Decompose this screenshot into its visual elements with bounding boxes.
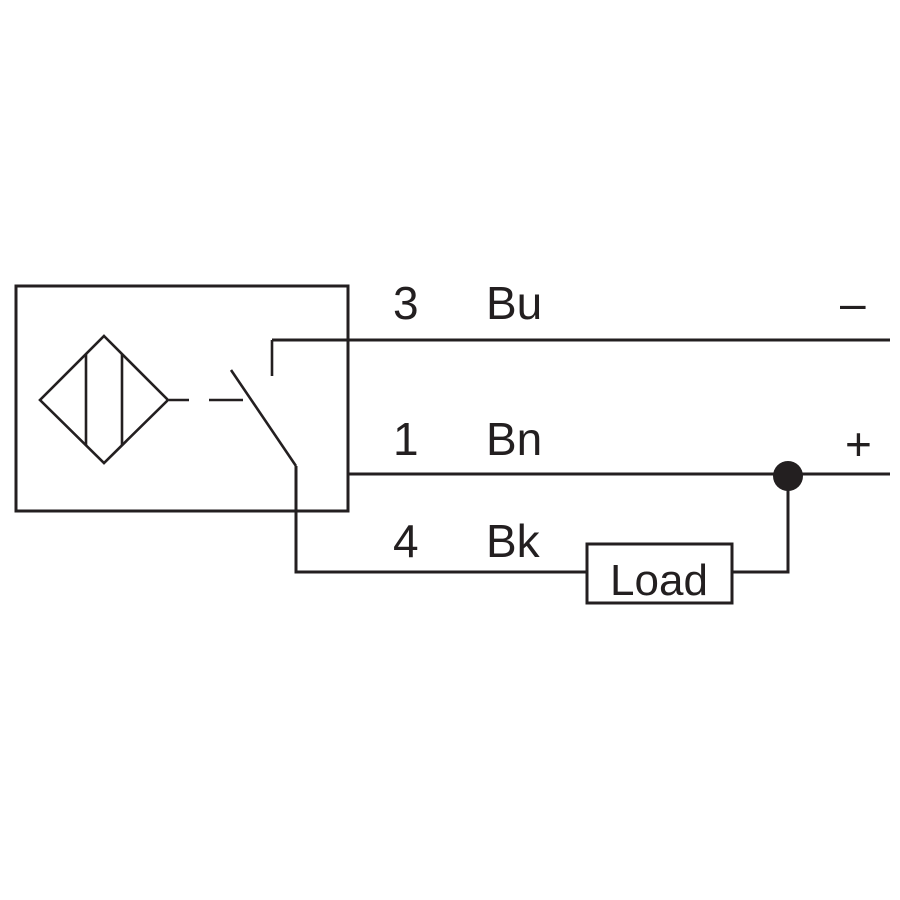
inductive-sensor-icon (38, 334, 170, 465)
load-label: Load (610, 556, 708, 605)
wire-4-pin: 4 (393, 515, 419, 567)
load-return-wire (732, 476, 790, 574)
wire-3-color: Bu (486, 277, 542, 329)
wire-1-pin: 1 (393, 413, 419, 465)
switch-contact (229, 340, 298, 467)
wire-4-bk (294, 466, 587, 574)
wire-4-color: Bk (486, 515, 541, 567)
load-box (585, 542, 734, 605)
wire-1-color: Bn (486, 413, 542, 465)
sensor-housing (14, 284, 350, 513)
wire-3-pin: 3 (393, 277, 419, 329)
wire-3-polarity: – (840, 277, 866, 329)
wire-1-polarity: + (845, 418, 872, 470)
